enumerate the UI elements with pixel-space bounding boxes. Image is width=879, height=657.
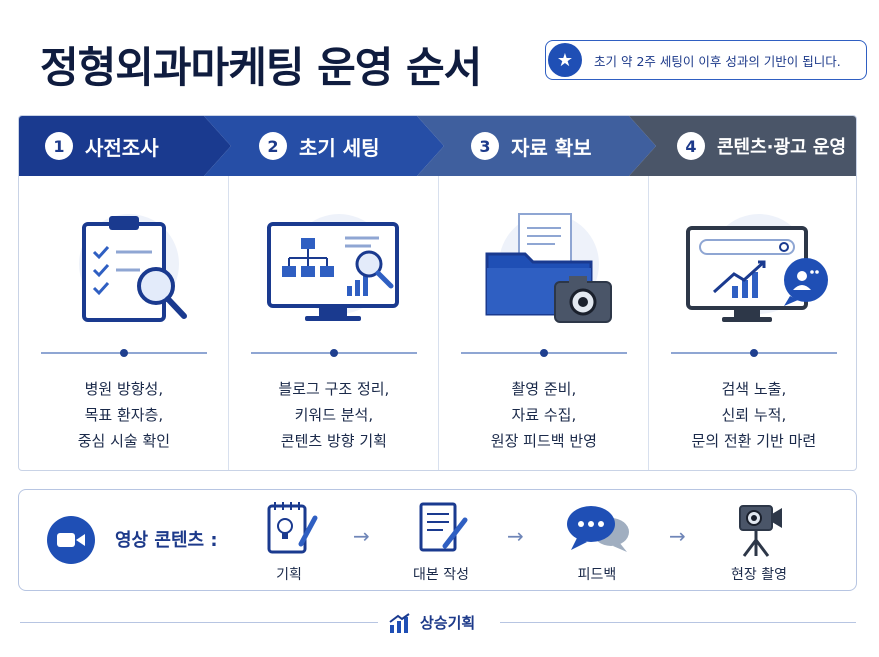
info-note-text: 초기 약 2주 세팅이 이후 성과의 기반이 됩니다. bbox=[594, 53, 841, 69]
step-1-column: 병원 방향성, 목표 환자층, 중심 시술 확인 bbox=[19, 176, 229, 470]
step-2-chevron bbox=[204, 116, 444, 176]
folder-camera-icon bbox=[474, 206, 614, 326]
step-4-description: 검색 노출, 신뢰 누적, 문의 전환 기반 마련 bbox=[691, 380, 817, 450]
video-step-feedback: 피드백 bbox=[547, 500, 647, 586]
chat-bubbles-icon bbox=[567, 506, 629, 552]
video-step-label: 대본 작성 bbox=[413, 567, 469, 583]
step-4-column: 검색 노출, 신뢰 누적, 문의 전환 기반 마련 bbox=[649, 176, 856, 470]
monitor-growth-icon bbox=[684, 206, 828, 326]
step-3-description: 촬영 준비, 자료 수집, 원장 피드백 반영 bbox=[490, 380, 597, 450]
video-step-label: 현장 촬영 bbox=[731, 567, 787, 583]
column-divider bbox=[648, 176, 649, 470]
star-badge-icon: ★ bbox=[548, 43, 582, 77]
step-2-description: 블로그 구조 정리, 키워드 분석, 콘텐츠 방향 기획 bbox=[278, 380, 390, 450]
step-4-title: 콘텐츠·광고 운영 bbox=[717, 137, 847, 158]
step-2-title: 초기 세팅 bbox=[299, 135, 380, 160]
footer-brand: 상승기획 bbox=[388, 612, 475, 633]
column-divider bbox=[438, 176, 439, 470]
step-header-bar bbox=[19, 116, 856, 176]
step-1-number: 1 bbox=[45, 132, 73, 160]
step-2-header: 2 초기 세팅 bbox=[259, 116, 380, 176]
page-title: 정형외과마케팅 운영 순서 bbox=[40, 43, 482, 92]
growth-chart-icon bbox=[389, 612, 410, 633]
video-step-planning: 기획 bbox=[239, 500, 339, 586]
monitor-sitemap-icon bbox=[264, 206, 404, 326]
video-camera-icon bbox=[47, 516, 95, 564]
clipboard-magnifier-icon bbox=[54, 206, 194, 326]
info-note: ★ 초기 약 2주 세팅이 이후 성과의 기반이 됩니다. bbox=[545, 40, 867, 80]
process-steps-panel: 1 사전조사 2 초기 세팅 3 자료 확보 4 콘텐츠·광고 운영 bbox=[18, 115, 857, 471]
video-content-label: 영상 콘텐츠 : bbox=[115, 530, 218, 551]
video-step-label: 기획 bbox=[276, 567, 302, 583]
step-1-title: 사전조사 bbox=[85, 135, 159, 160]
step-3-number: 3 bbox=[471, 132, 499, 160]
step-1-chevron bbox=[19, 116, 231, 176]
step-1-header: 1 사전조사 bbox=[45, 116, 159, 176]
footer: 상승기획 bbox=[0, 612, 879, 636]
step-2-number: 2 bbox=[259, 132, 287, 160]
notepad-lightbulb-icon bbox=[267, 502, 318, 554]
footer-divider bbox=[500, 622, 856, 623]
document-pen-icon bbox=[419, 502, 468, 552]
arrow-right-icon: → bbox=[353, 524, 370, 548]
footer-brand-name: 상승기획 bbox=[420, 614, 476, 632]
step-2-column: 블로그 구조 정리, 키워드 분석, 콘텐츠 방향 기획 bbox=[229, 176, 439, 470]
step-4-header: 4 콘텐츠·광고 운영 bbox=[677, 116, 846, 176]
video-content-panel: 영상 콘텐츠 : 기획 → 대본 작성 → bbox=[18, 489, 857, 591]
video-step-label: 피드백 bbox=[577, 567, 617, 583]
video-camera-tripod-icon bbox=[739, 505, 782, 557]
column-divider bbox=[228, 176, 229, 470]
video-step-shooting: 현장 촬영 bbox=[709, 500, 809, 586]
step-1-description: 병원 방향성, 목표 환자층, 중심 시술 확인 bbox=[77, 380, 171, 450]
step-3-chevron bbox=[417, 116, 656, 176]
step-3-header: 3 자료 확보 bbox=[471, 116, 592, 176]
step-4-number: 4 bbox=[677, 132, 705, 160]
footer-divider bbox=[20, 622, 378, 623]
step-4-chevron bbox=[629, 116, 856, 176]
video-step-script: 대본 작성 bbox=[391, 500, 491, 586]
arrow-right-icon: → bbox=[507, 524, 524, 548]
step-3-column: 촬영 준비, 자료 수집, 원장 피드백 반영 bbox=[439, 176, 649, 470]
arrow-right-icon: → bbox=[669, 524, 686, 548]
step-3-title: 자료 확보 bbox=[511, 135, 592, 160]
